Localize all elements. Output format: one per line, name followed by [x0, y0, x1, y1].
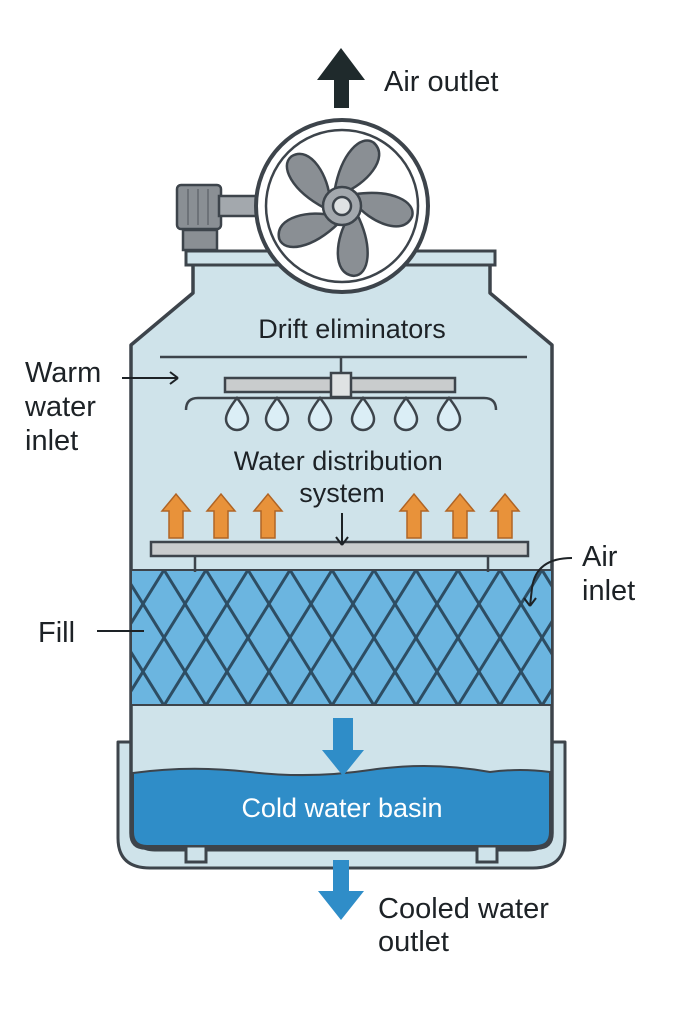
label-air-inlet: Air inlet [582, 541, 635, 607]
spray-nozzle-icon [224, 395, 250, 432]
warm-water-leader-head [169, 371, 179, 385]
air-inlet-leader [529, 557, 573, 607]
updraft-arrow-icon [160, 492, 192, 539]
fan-blade [277, 212, 341, 249]
label-drift-eliminators: Drift eliminators [258, 314, 446, 344]
spray-nozzle-icon [307, 395, 333, 432]
label-air-outlet: Air outlet [384, 66, 498, 98]
label-fill: Fill [38, 617, 75, 649]
updraft-arrow-icon [489, 492, 521, 539]
spray-nozzle-icon [264, 395, 290, 432]
basin-foot-right [475, 844, 499, 864]
motor-icon [175, 183, 263, 252]
updraft-arrow-icon [444, 492, 476, 539]
spray-nozzle-icon [350, 395, 376, 432]
fan-blade [333, 139, 381, 194]
exhaust-arrow-icon [317, 48, 365, 108]
leader-lines [97, 371, 573, 632]
label-warm-water-inlet: Warm water inlet [24, 357, 109, 457]
spray-bracket [184, 396, 498, 411]
fill-frame [130, 569, 553, 706]
fan-blade [353, 191, 414, 228]
fan-blade [336, 212, 369, 278]
updraft-arrow-icon [252, 492, 284, 539]
spray-nozzle-icon [393, 395, 419, 432]
label-water-distribution: Water distribution system [234, 446, 451, 508]
water-flow-arrow-icon [322, 718, 364, 776]
distribution-pipe [149, 540, 530, 558]
spray-nozzle-icon [436, 395, 462, 432]
label-cold-water-basin: Cold water basin [241, 793, 442, 823]
air-inlet-leader-head [523, 597, 537, 607]
updraft-arrow-icon [398, 492, 430, 539]
fill-media [131, 570, 552, 705]
updraft-arrows [160, 492, 521, 539]
outlet-arrow-icon [318, 860, 364, 920]
label-cooled-water-outlet: Cooled water outlet [378, 893, 557, 958]
spray-nozzles [224, 395, 462, 432]
basin-foot-left [184, 844, 208, 864]
basin-water [132, 764, 551, 847]
distribution-leader-head [335, 536, 349, 546]
fan-icon [254, 118, 430, 294]
spray-bar-connector [329, 371, 353, 399]
fan-blade [285, 152, 331, 210]
updraft-arrow-icon [205, 492, 237, 539]
